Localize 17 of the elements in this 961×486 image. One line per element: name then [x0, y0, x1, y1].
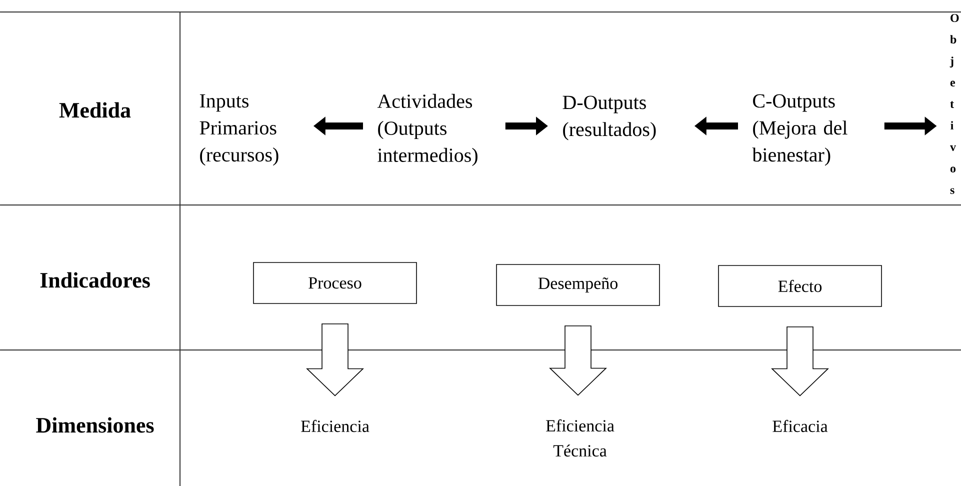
dimension-text: Eficiencia	[301, 420, 370, 432]
row-heading: Indicadores	[40, 272, 150, 288]
row-heading: Medida	[59, 102, 131, 118]
hollow-arrow	[306, 324, 364, 396]
flow-text: C-Outputs (Mejora del bienestar)	[752, 94, 848, 166]
indicator-box: Proceso	[253, 262, 417, 304]
indicator-box: Desempeño	[496, 264, 660, 306]
flow-text: Inputs Primarios (recursos)	[200, 94, 278, 166]
dimension-text: Eficiencia Técnica	[546, 419, 614, 457]
hollow-arrow	[549, 326, 607, 396]
flow-text: Actividades (Outputs intermedios)	[377, 94, 478, 166]
dimension-text: Eficacia	[772, 420, 828, 432]
row-heading: Dimensiones	[36, 417, 154, 433]
flow-text: D-Outputs (resultados)	[562, 96, 656, 140]
vertical-text: Objetivos	[950, 14, 959, 194]
indicator-box: Efecto	[718, 265, 882, 307]
hollow-arrow	[771, 326, 829, 396]
